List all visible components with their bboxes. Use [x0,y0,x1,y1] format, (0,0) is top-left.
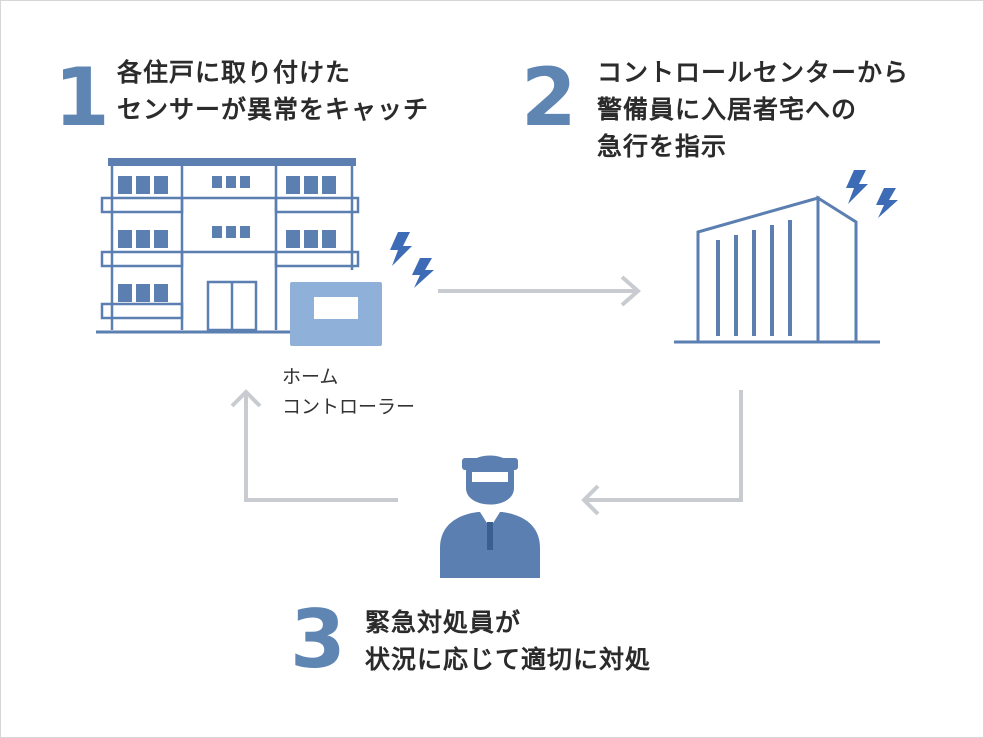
home-controller-label-line-1: ホーム [282,366,339,388]
flow-arrow-icon [230,389,398,502]
step-2-line-3: 急行を指示 [597,132,728,161]
home-controller-label-line-2: コントローラー [282,396,416,418]
step-3-text: 緊急対処員が 状況に応じて適切に対処 [365,604,651,678]
security-guard-icon [440,455,540,578]
control-center-building-icon [674,195,880,344]
home-controller-label: ホーム コントローラー [282,362,415,422]
step-2-line-2: 警備員に入居者宅への [597,95,858,124]
step-2-number: 2 [521,51,577,144]
step-3-number: 3 [290,593,346,686]
step-1-line-1: 各住戸に取り付けた [117,58,352,87]
home-controller-icon [290,282,382,346]
flow-arrow-icon [581,390,743,516]
step-2-text: コントロールセンターから 警備員に入居者宅への 急行を指示 [597,54,909,165]
flow-arrow-icon [438,275,642,307]
apartment-building-icon [96,158,360,334]
step-1-number: 1 [54,51,110,144]
step-2-line-1: コントロールセンターから [597,58,910,87]
step-1-text: 各住戸に取り付けた センサーが異常をキャッチ [117,54,429,128]
step-3-line-2: 状況に応じて適切に対処 [365,645,652,674]
lightning-icon [390,232,434,288]
step-3-line-1: 緊急対処員が [365,608,522,637]
lightning-icon [846,170,898,218]
step-1-line-2: センサーが異常をキャッチ [117,95,430,124]
